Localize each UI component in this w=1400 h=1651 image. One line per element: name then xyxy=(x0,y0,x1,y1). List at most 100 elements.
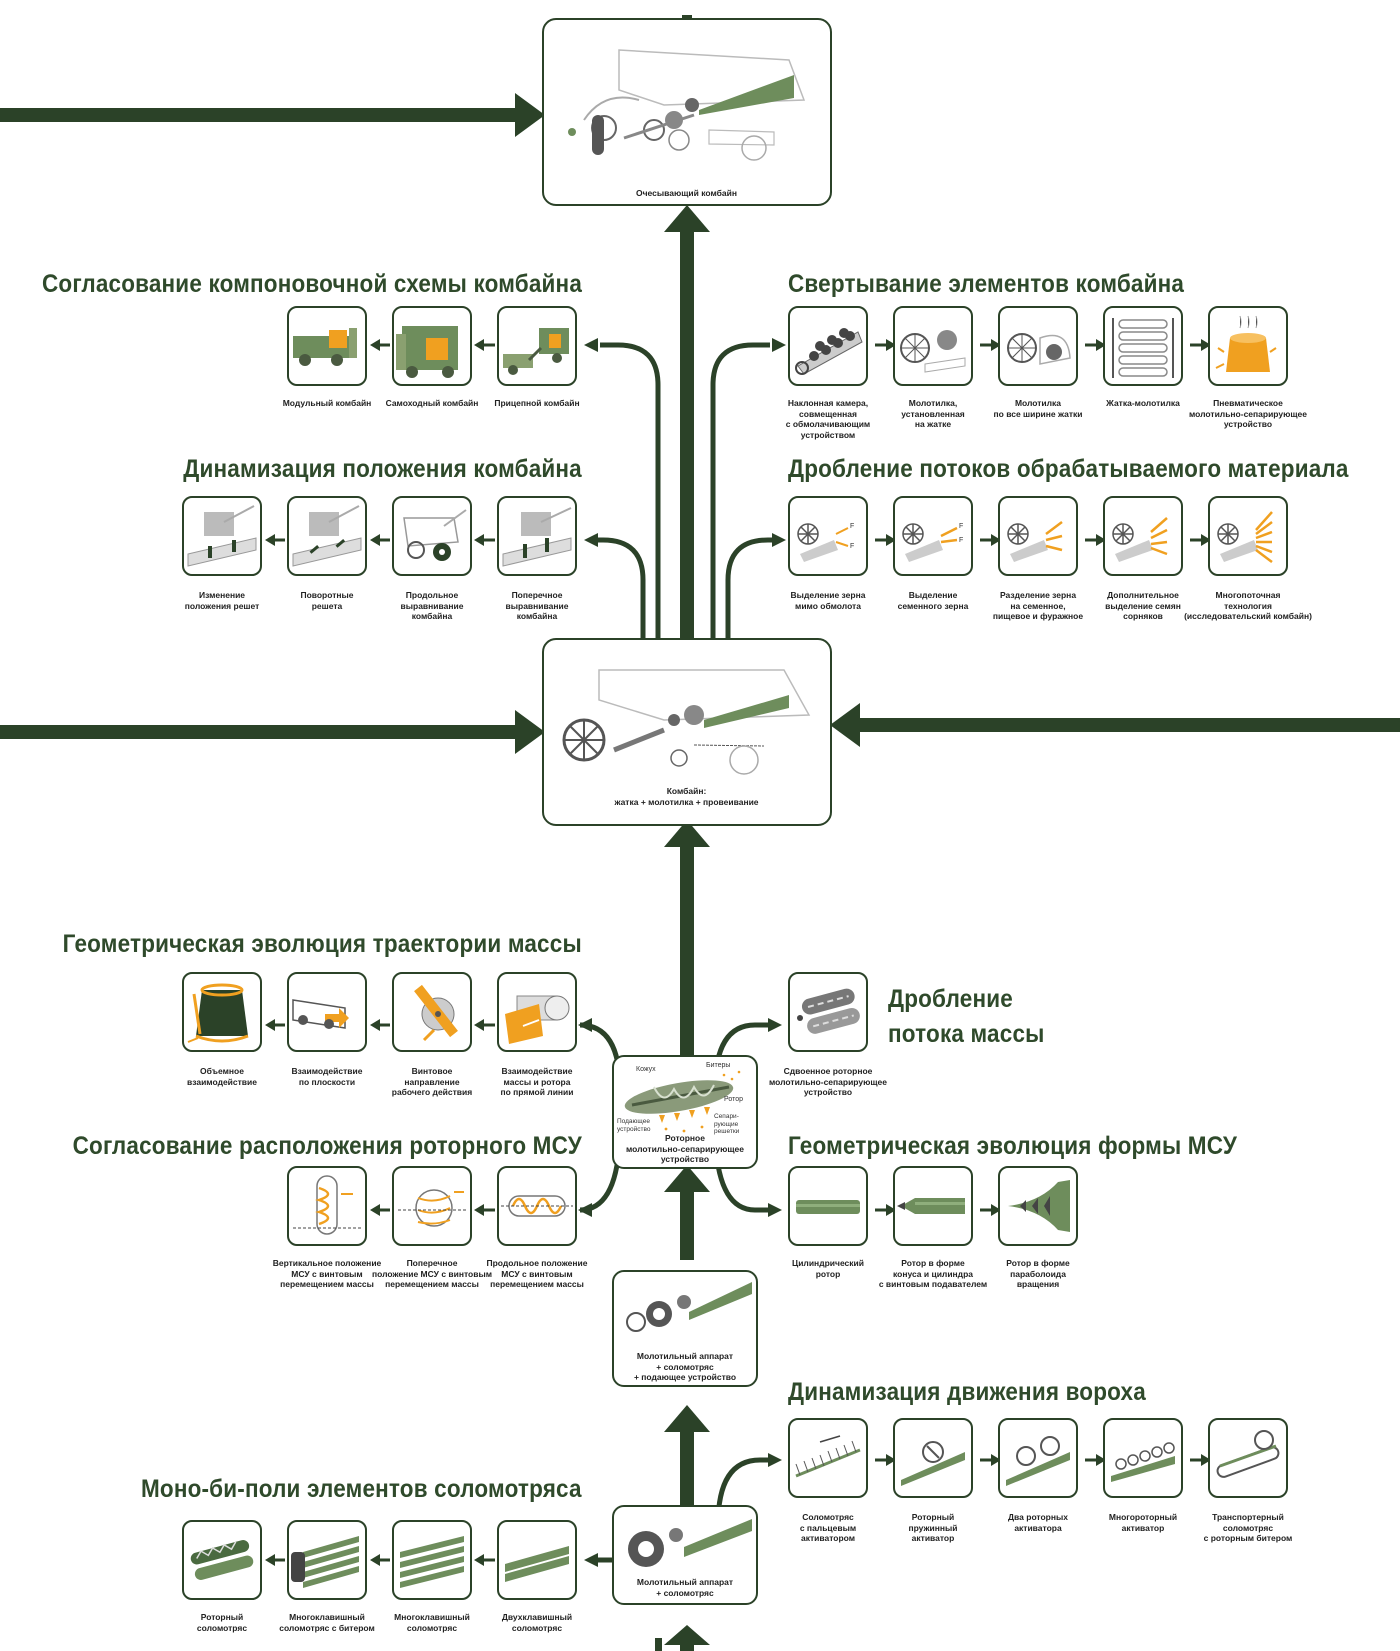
rotor-label-rotor: Ротор xyxy=(724,1096,743,1103)
title-layout-scheme: Согласование компоновочной схемы комбайн… xyxy=(41,270,582,298)
tile-folding-4 xyxy=(1103,306,1183,386)
tile-position-4 xyxy=(497,496,577,576)
rotor-label-feeder: Подающее устройство xyxy=(617,1118,651,1133)
tile-folding-5 xyxy=(1208,306,1288,386)
hub-stripping-combine: Очесывающий комбайн xyxy=(542,18,832,206)
hub-rotor: Кожух Битеры Ротор Подающее устройство С… xyxy=(612,1055,758,1169)
tile-modular-combine xyxy=(287,306,367,386)
caption-heap-3: Два роторных активатора xyxy=(1008,1512,1068,1533)
rotor-label-kozhukh: Кожух xyxy=(636,1066,656,1073)
tile-folding-3 xyxy=(998,306,1078,386)
caption-flowsplit-5: Многопоточная технология (исследовательс… xyxy=(1184,590,1312,621)
caption-rotorshape-2: Ротор в форме конуса и цилиндра с винтов… xyxy=(878,1258,988,1289)
caption-folding-2: Молотилка, установленная на жатке xyxy=(901,398,965,429)
main-arrows xyxy=(0,15,1400,1651)
hub-combine: Комбайн: жатка + молотилка + провеивание xyxy=(542,638,832,826)
thresher-drawing xyxy=(628,1519,752,1567)
tile-arrows xyxy=(265,339,1211,1566)
tile-rotorpos-3 xyxy=(497,1166,577,1246)
rotor-label-grates: Сепари- рующие решетки xyxy=(714,1113,740,1135)
tile-rotorpos-2 xyxy=(392,1166,472,1246)
tile-rotorshape-2 xyxy=(893,1166,973,1246)
tile-rotorshape-1 xyxy=(788,1166,868,1246)
caption-heap-2: Роторный пружинный активатор xyxy=(908,1512,958,1543)
title-trajectory: Геометрическая эволюция траектории массы xyxy=(62,930,582,958)
tile-heap-5 xyxy=(1208,1418,1288,1498)
caption-heap-5: Транспортерный соломотряс с роторным бит… xyxy=(1203,1512,1293,1543)
hub-middle-caption: Комбайн: жатка + молотилка + провеивание xyxy=(614,786,759,807)
caption-trailed-combine: Прицепной комбайн xyxy=(494,398,580,408)
caption-rotorpos-2: Поперечное положение МСУ с винтовым пере… xyxy=(371,1258,493,1289)
tile-mass-split xyxy=(788,972,868,1052)
title-rotor-shape: Геометрическая эволюция формы МСУ xyxy=(788,1132,1238,1160)
rotor-label-bitery: Битеры xyxy=(706,1062,730,1069)
tile-trajectory-3 xyxy=(392,972,472,1052)
caption-position-2: Поворотные решета xyxy=(300,590,354,611)
caption-mass-split: Сдвоенное роторное молотильно-сепарирующ… xyxy=(768,1066,888,1097)
caption-position-1: Изменение положения решет xyxy=(184,590,260,611)
caption-trajectory-1: Объемное взаимодействие xyxy=(187,1066,257,1087)
caption-folding-5: Пневматическое молотильно-сепарирующее у… xyxy=(1188,398,1308,429)
rotor-drawing: Кожух Битеры Ротор xyxy=(624,1062,743,1133)
hub-top-caption: Очесывающий комбайн xyxy=(636,188,737,198)
caption-flowsplit-2: Выделение семенного зерна xyxy=(897,590,969,611)
tile-heap-1 xyxy=(788,1418,868,1498)
tile-folding-2 xyxy=(893,306,973,386)
title-flow-split: Дробление потоков обрабатываемого матери… xyxy=(788,455,1349,483)
tile-straw-3 xyxy=(392,1520,472,1600)
caption-flowsplit-1: Выделение зерна мимо обмолота xyxy=(790,590,866,611)
combine-drawing xyxy=(562,669,811,775)
tile-straw-1 xyxy=(182,1520,262,1600)
caption-heap-4: Многороторный активатор xyxy=(1108,1512,1178,1533)
title-folding: Свертывание элементов комбайна xyxy=(788,270,1185,298)
title-position-dynamics: Динамизация положения комбайна xyxy=(183,455,582,483)
caption-straw-1: Роторный соломотряс xyxy=(196,1612,248,1633)
title-mass-split: Дробление потока массы xyxy=(888,985,1045,1048)
tile-folding-1 xyxy=(788,306,868,386)
caption-rotorpos-3: Продольное положение МСУ с винтовым пере… xyxy=(486,1258,588,1289)
tile-selfpropelled-combine xyxy=(392,306,472,386)
tile-flowsplit-3 xyxy=(998,496,1078,576)
hub-thresher-feeder-caption: Молотильный аппарат + соломотряс + подаю… xyxy=(633,1351,737,1382)
caption-flowsplit-4: Дополнительное выделение семян сорняков xyxy=(1105,590,1181,621)
tile-straw-2 xyxy=(287,1520,367,1600)
svg-text:F: F xyxy=(850,523,854,530)
branch-arrowheads xyxy=(578,338,786,1567)
hub-thresher: Молотильный аппарат + соломотряс xyxy=(612,1505,758,1605)
caption-rotorpos-1: Вертикальное положение МСУ с винтовым пе… xyxy=(272,1258,382,1289)
tile-flowsplit-5 xyxy=(1208,496,1288,576)
svg-text:F: F xyxy=(850,543,854,550)
caption-flowsplit-3: Разделение зерна на семенное, пищевое и … xyxy=(992,590,1084,621)
caption-folding-4: Жатка-молотилка xyxy=(1106,398,1180,408)
tile-trajectory-1 xyxy=(182,972,262,1052)
caption-trajectory-4: Взаимодействие массы и ротора по прямой … xyxy=(500,1066,574,1097)
tile-trajectory-2 xyxy=(287,972,367,1052)
svg-text:F: F xyxy=(959,523,963,530)
tile-straw-4 xyxy=(497,1520,577,1600)
tile-position-1 xyxy=(182,496,262,576)
tile-flowsplit-4 xyxy=(1103,496,1183,576)
tile-rotorpos-1 xyxy=(287,1166,367,1246)
caption-heap-1: Соломотряс с пальцевым активатором xyxy=(799,1512,857,1543)
title-straw-walker: Моно-би-поли элементов соломотряса xyxy=(141,1475,582,1503)
tile-trailed-combine xyxy=(497,306,577,386)
tile-heap-3 xyxy=(998,1418,1078,1498)
caption-straw-2: Многоклавишный соломотряс с битером xyxy=(279,1612,375,1633)
tile-position-3 xyxy=(392,496,472,576)
tile-rotorshape-3 xyxy=(998,1166,1078,1246)
caption-position-3: Продольное выравнивание комбайна xyxy=(400,590,464,621)
title-heap-dynamics: Динамизация движения вороха xyxy=(788,1378,1146,1406)
caption-selfpropelled-combine: Самоходный комбайн xyxy=(385,398,479,408)
caption-straw-4: Двухклавишный соломотряс xyxy=(501,1612,573,1633)
caption-trajectory-2: Взаимодействие по плоскости xyxy=(291,1066,363,1087)
hub-thresher-feeder: Молотильный аппарат + соломотряс + подаю… xyxy=(612,1270,758,1387)
caption-rotorshape-1: Цилиндрический ротор xyxy=(792,1258,864,1279)
tile-heap-2 xyxy=(893,1418,973,1498)
caption-folding-3: Молотилка по все ширине жатки xyxy=(993,398,1083,419)
tile-trajectory-4 xyxy=(497,972,577,1052)
thresher-feeder-drawing xyxy=(626,1282,752,1332)
tile-position-2 xyxy=(287,496,367,576)
